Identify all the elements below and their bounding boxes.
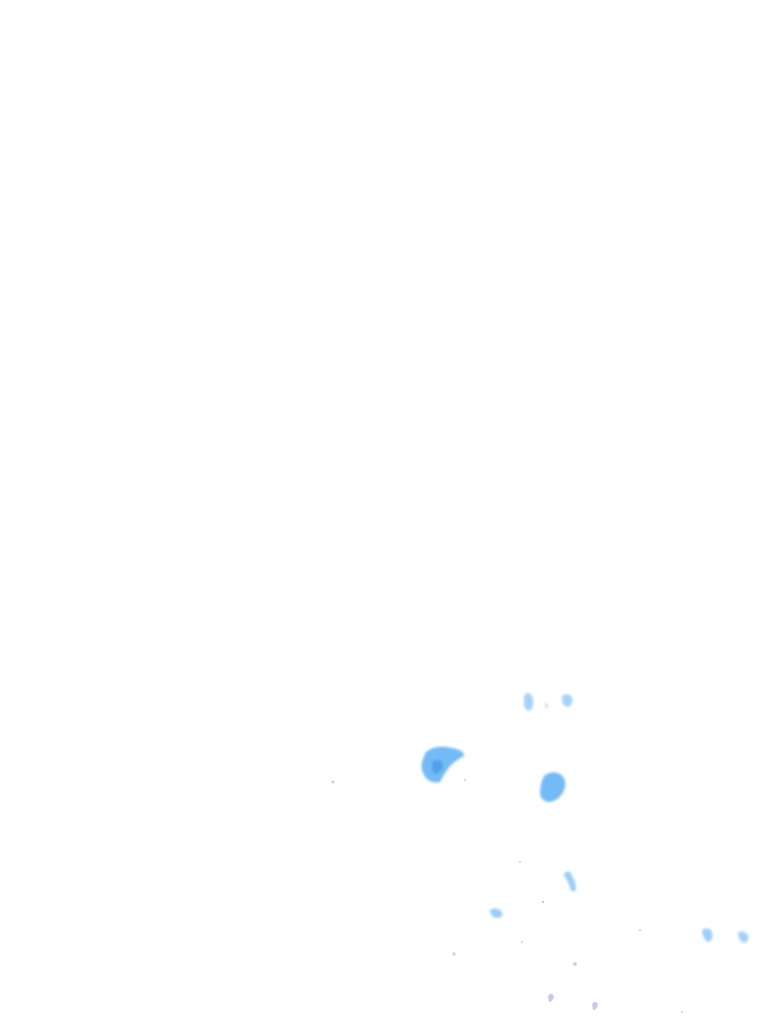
speck <box>521 941 523 943</box>
splash-blob <box>540 772 566 802</box>
speck <box>519 861 521 863</box>
speck <box>548 994 554 1002</box>
splash-drop <box>490 908 503 918</box>
speck <box>573 962 577 966</box>
speck <box>639 929 641 931</box>
speck <box>464 779 466 781</box>
speck <box>452 952 456 956</box>
splash-drop <box>561 694 573 707</box>
splash-drop <box>545 703 548 709</box>
splash-drop <box>738 931 749 943</box>
speck <box>541 900 545 904</box>
splash-drop <box>564 871 576 892</box>
speck <box>592 1002 598 1010</box>
speck <box>331 780 335 784</box>
splash-blob <box>421 746 464 783</box>
speck <box>681 1011 683 1013</box>
splash-drop <box>702 928 713 942</box>
splash-blob-core <box>432 760 443 774</box>
splash-drop <box>524 693 534 711</box>
